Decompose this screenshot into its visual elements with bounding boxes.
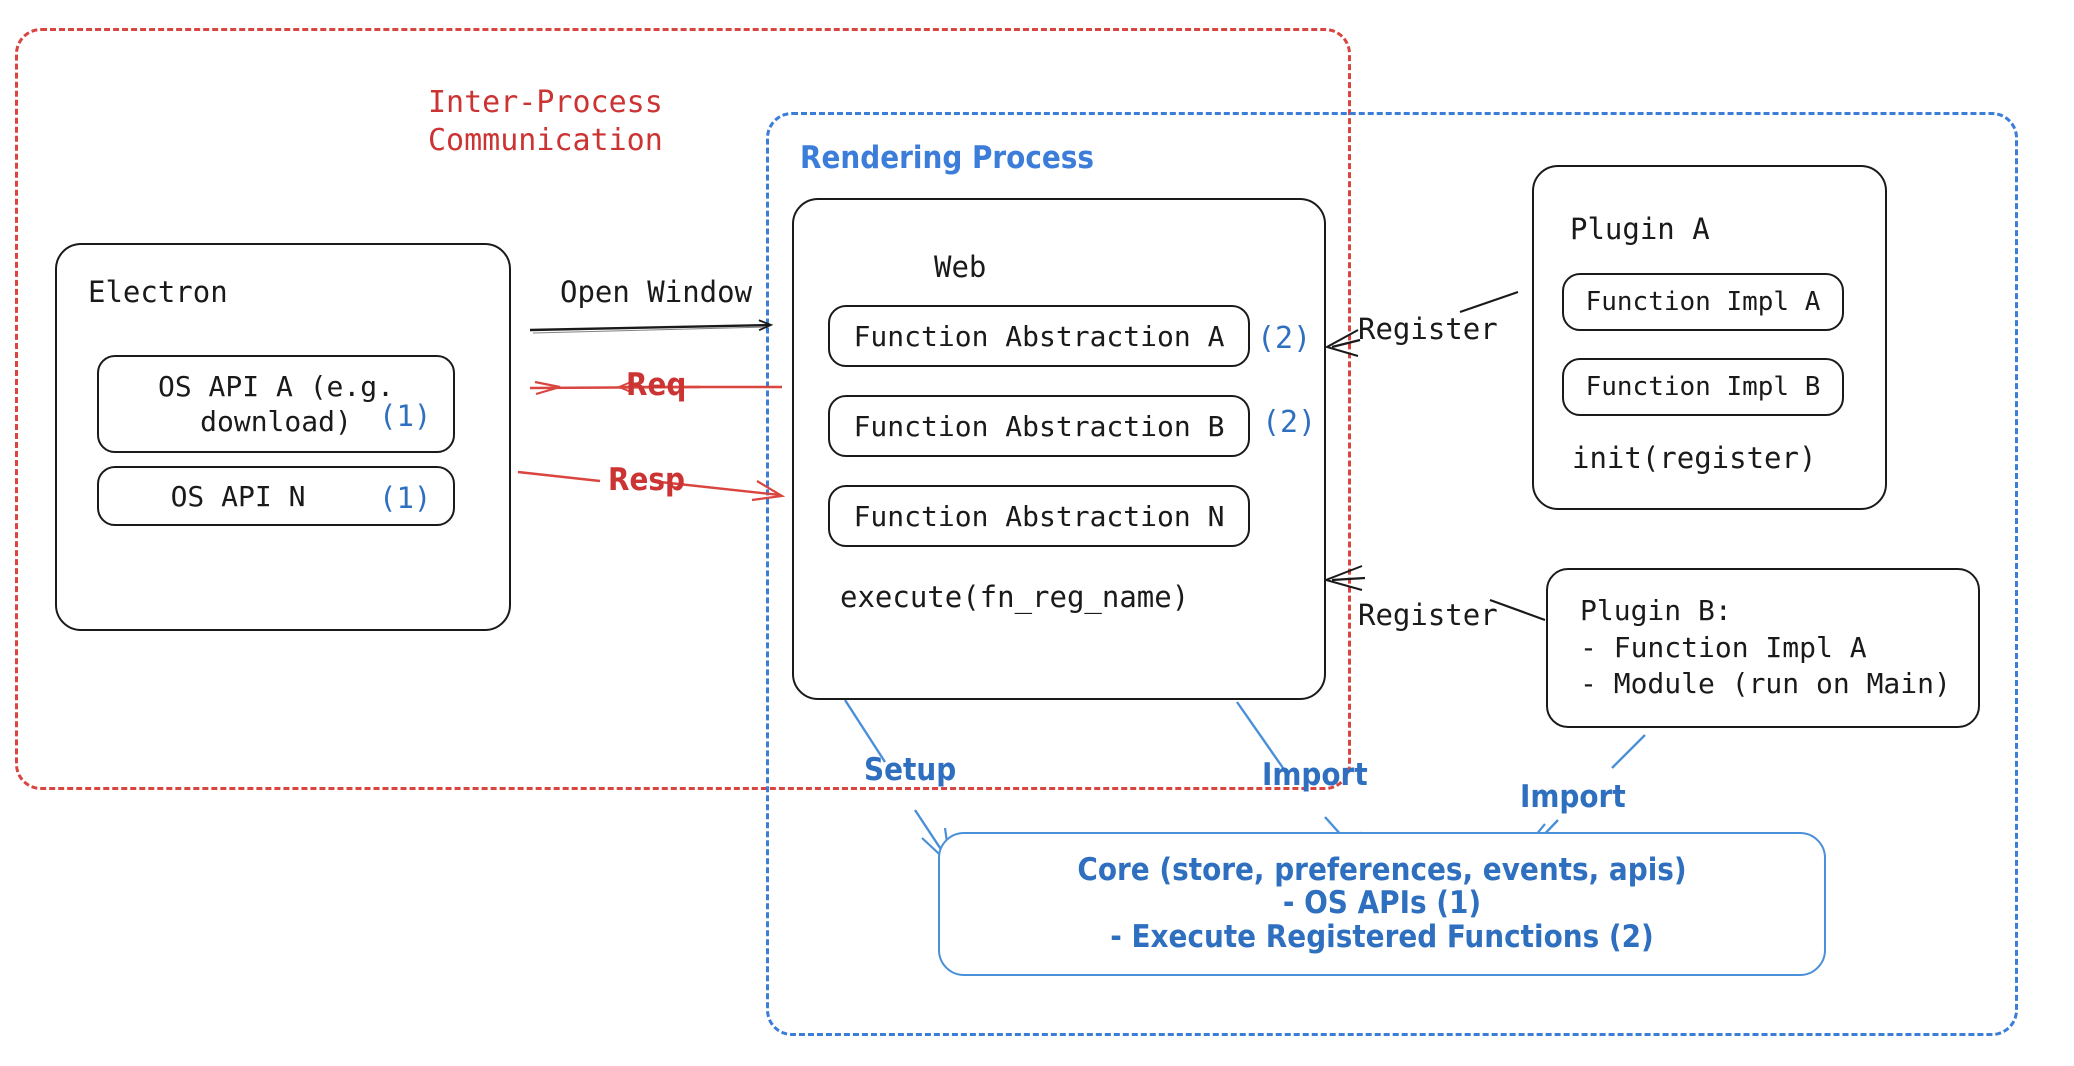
function-abstraction-n-label: Function Abstraction N xyxy=(853,499,1225,533)
core-node[interactable]: Core (store, preferences, events, apis) … xyxy=(938,832,1826,976)
web-title: Web xyxy=(934,250,987,284)
edge-label-req: Req xyxy=(626,367,687,403)
edge-label-import-plugin: Import xyxy=(1520,779,1626,815)
os-api-a-label: OS API A (e.g. download) xyxy=(157,370,394,438)
core-line-3: - Execute Registered Functions (2) xyxy=(1110,918,1654,955)
electron-title: Electron xyxy=(88,275,228,309)
function-abstraction-b-marker: (2) xyxy=(1262,405,1317,440)
core-line-1: Core (store, preferences, events, apis) xyxy=(1077,851,1687,888)
os-api-a-marker: (1) xyxy=(379,399,432,433)
rendering-process-title: Rendering Process xyxy=(800,140,1095,176)
edge-label-open-window: Open Window xyxy=(560,275,753,309)
ipc-title: Inter-Process Communication xyxy=(428,85,663,159)
plugin-a-node[interactable] xyxy=(1532,165,1887,510)
rendering-process-boundary xyxy=(766,112,2018,1036)
ipc-boundary xyxy=(15,28,1351,790)
plugin-b-lines: Plugin B: - Function Impl A - Module (ru… xyxy=(1580,593,1951,701)
edge-label-resp: Resp xyxy=(608,462,685,498)
function-abstraction-a-node[interactable]: Function Abstraction A xyxy=(828,305,1250,367)
os-api-n-label: OS API N xyxy=(170,479,306,513)
os-api-n-marker: (1) xyxy=(379,481,432,515)
os-api-n-node[interactable]: OS API N xyxy=(97,466,455,526)
function-impl-b-node[interactable]: Function Impl B xyxy=(1562,358,1844,416)
web-execute-method: execute(fn_reg_name) xyxy=(840,580,1190,614)
function-impl-a-label: Function Impl A xyxy=(1585,287,1821,317)
edge-label-setup: Setup xyxy=(864,752,957,788)
function-impl-b-label: Function Impl B xyxy=(1585,372,1821,402)
edge-label-import-web: Import xyxy=(1262,757,1368,793)
plugin-a-title: Plugin A xyxy=(1570,212,1710,246)
function-abstraction-b-label: Function Abstraction B xyxy=(853,409,1225,443)
function-abstraction-n-node[interactable]: Function Abstraction N xyxy=(828,485,1250,547)
plugin-a-init-method: init(register) xyxy=(1572,441,1817,475)
function-abstraction-a-label: Function Abstraction A xyxy=(853,319,1225,353)
core-line-2: - OS APIs (1) xyxy=(1282,885,1482,922)
edge-label-register-plugin-a: Register xyxy=(1358,312,1498,346)
plugin-b-node[interactable]: Plugin B: - Function Impl A - Module (ru… xyxy=(1546,568,1980,728)
function-abstraction-b-node[interactable]: Function Abstraction B xyxy=(828,395,1250,457)
os-api-a-node[interactable]: OS API A (e.g. download) xyxy=(97,355,455,453)
function-impl-a-node[interactable]: Function Impl A xyxy=(1562,273,1844,331)
edge-label-register-plugin-b: Register xyxy=(1358,598,1498,632)
function-abstraction-a-marker: (2) xyxy=(1257,321,1312,356)
